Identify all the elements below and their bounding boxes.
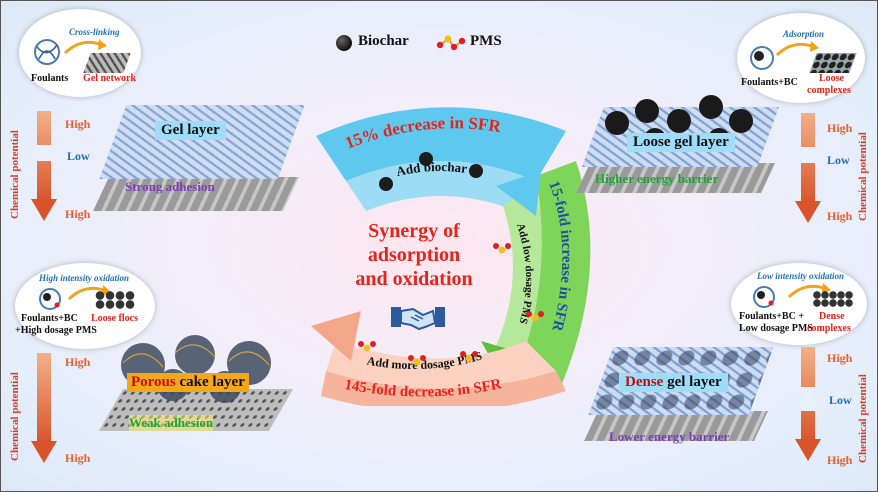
- legend-pms-label: PMS: [470, 33, 502, 49]
- pms-molecule: [493, 243, 511, 254]
- curved-arrow-icon: [775, 41, 819, 57]
- level-low: Low: [827, 153, 850, 167]
- bottom-arc-inner: [326, 341, 556, 389]
- level-high-bottom: High: [65, 207, 91, 221]
- center-title-line: adsorption: [367, 244, 461, 266]
- pms-legend-icon: [436, 35, 466, 51]
- center-title: Synergy of adsorption and oxidation: [349, 219, 479, 291]
- right-arc-band: [519, 161, 591, 386]
- pms-molecule: [408, 355, 426, 366]
- gel-layer-label: Gel layer: [155, 121, 226, 140]
- left-arrow-head: [311, 311, 361, 361]
- dense-complex-icon: [813, 291, 853, 307]
- legend: Biochar PMS: [336, 31, 536, 55]
- gel-network-label: Gel network: [83, 73, 137, 84]
- chemical-potential-label: Chemical potential: [857, 374, 869, 463]
- level-high-top: High: [827, 121, 853, 135]
- level-low: Low: [67, 149, 90, 163]
- biochar-particle: [419, 152, 433, 166]
- foulant-bc-icon: [750, 46, 774, 70]
- biochar-legend-icon: [336, 35, 352, 51]
- pms-molecule: [526, 311, 544, 322]
- gel-network-icon: [83, 53, 131, 73]
- top-arrow-head: [496, 171, 541, 216]
- loose-flocs-icon: [95, 291, 135, 309]
- center-title-line: Synergy of: [368, 220, 460, 242]
- level-high-top: High: [827, 351, 853, 365]
- chemical-potential-arrow: [795, 347, 821, 463]
- pms-molecule: [460, 351, 478, 362]
- level-high-bottom: High: [827, 453, 853, 467]
- bottom-arc-band: [321, 371, 566, 406]
- right-arc-inner: [496, 181, 542, 366]
- top-arc-band: [316, 107, 566, 181]
- loose-label: Loose: [819, 73, 844, 84]
- foulants-line-2: +High dosage PMS: [15, 325, 97, 336]
- adhesion-label: Strong adhesion: [125, 179, 215, 194]
- level-high-bottom: High: [827, 209, 853, 223]
- foulant-cluster-icon: [34, 39, 60, 65]
- dense-word: Dense: [625, 374, 664, 390]
- chemical-potential-arrow: [31, 353, 57, 463]
- foulants-label: Foulants: [31, 73, 69, 84]
- complexes-label: complexes: [807, 323, 851, 334]
- chemical-potential-label: Chemical potential: [9, 130, 21, 219]
- handshake-icon: [391, 307, 445, 331]
- curved-arrow-icon: [63, 39, 107, 55]
- porous-cake-layer-label: Porous cake layer: [127, 373, 249, 392]
- foulants-line-1: Foulants+BC +: [739, 311, 805, 322]
- foulants-line-2: Low dosage PMS: [739, 323, 813, 334]
- level-high-top: High: [65, 117, 91, 131]
- foulant-bc-pms-icon: [753, 286, 775, 308]
- level-high-bottom: High: [65, 451, 91, 465]
- legend-biochar-label: Biochar: [358, 33, 409, 49]
- gel-layer-block: [99, 105, 305, 179]
- complexes-label: complexes: [807, 85, 851, 96]
- bubble-title: Low intensity oxidation: [757, 271, 845, 281]
- foulants-line-1: Foulants+BC: [21, 313, 78, 324]
- loose-flocs-label: Loose flocs: [91, 313, 138, 324]
- top-arc-inner: [346, 161, 536, 211]
- biochar-particle: [379, 177, 393, 191]
- chemical-potential-arrow: [795, 113, 821, 223]
- foulant-bc-pms-icon: [39, 288, 61, 310]
- bubble-title: High intensity oxidation: [39, 273, 130, 283]
- loose-complex-icon: [809, 53, 857, 73]
- top-inner-text: Add biochar: [395, 159, 469, 179]
- energy-barrier-label: Higher energy barrier: [595, 171, 719, 186]
- porous-word: Porous: [131, 374, 176, 390]
- chemical-potential-arrow: [31, 111, 57, 221]
- bubble-title: Cross-linking: [69, 27, 120, 37]
- level-high-top: High: [65, 355, 91, 369]
- level-low: Low: [829, 393, 852, 407]
- chemical-potential-label: Chemical potential: [857, 132, 869, 221]
- cake-layer-words: cake layer: [175, 374, 245, 390]
- adhesion-label: Weak adhesion: [129, 415, 214, 431]
- foulants-bc-label: Foulants+BC: [741, 77, 798, 88]
- bubble-title: Adsorption: [783, 29, 825, 39]
- chemical-potential-label: Chemical potential: [9, 372, 21, 461]
- loose-gel-layer-label: Loose gel layer: [627, 133, 735, 152]
- biochar-particle: [469, 164, 483, 178]
- floc-clusters: [121, 335, 271, 403]
- energy-barrier-label: Lower energy barrier: [609, 429, 730, 444]
- dense-gel-layer-label: Dense gel layer: [619, 373, 728, 392]
- gel-layer-words: gel layer: [663, 374, 722, 390]
- center-title-line: and oxidation: [355, 268, 473, 290]
- cycle-diagram: 15% decrease in SFR Add biochar 15-fold …: [311, 107, 591, 406]
- dense-label: Dense: [819, 311, 845, 322]
- pms-molecule: [358, 341, 376, 352]
